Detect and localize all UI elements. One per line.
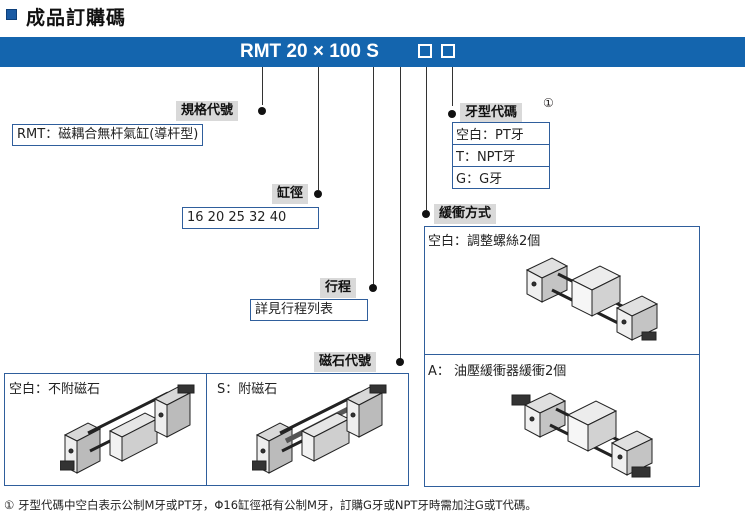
- bore-leader-line: [318, 67, 319, 190]
- thread-option-npt: T：NPT牙: [456, 150, 516, 165]
- cushion-option-shock: A： 油壓緩衝器緩衝2個: [428, 364, 567, 379]
- cushion-dot: [422, 210, 430, 218]
- heading-bullet-icon: [6, 9, 17, 20]
- cushion-code-placeholder: [418, 44, 432, 58]
- thread-divider-2: [452, 166, 550, 167]
- thread-options-box: [452, 122, 550, 189]
- magnet-label: 磁石代號: [314, 352, 377, 372]
- bore-dot: [314, 190, 322, 198]
- bore-value-box: 16 20 25 32 40: [182, 207, 319, 229]
- magnet-option-none: 空白：不附磁石: [9, 382, 101, 397]
- bore-label: 缸徑: [272, 184, 309, 204]
- cylinder-adjust-screw-illustration: [525, 257, 659, 341]
- cylinder-with-magnet-illustration: [252, 384, 387, 474]
- spec-value-box: RMT：磁耦合無杆氣缸(導杆型): [12, 124, 204, 146]
- stroke-dot: [369, 284, 377, 292]
- thread-note-mark: ①: [543, 96, 554, 110]
- magnet-option-with: S：附磁石: [217, 382, 278, 397]
- magnet-dot: [396, 358, 404, 366]
- thread-option-g: G：G牙: [456, 172, 503, 187]
- cylinder-shock-absorber-illustration: [511, 392, 654, 478]
- spec-leader-line: [262, 67, 263, 105]
- cushion-leader-line: [426, 67, 427, 210]
- thread-label: 牙型代碼: [460, 103, 523, 123]
- magnet-divider: [206, 373, 207, 486]
- model-code-banner: [0, 37, 745, 67]
- section-title: 成品訂購碼: [26, 7, 127, 29]
- thread-leader-line: [452, 67, 453, 106]
- cylinder-no-magnet-illustration: [60, 384, 195, 474]
- stroke-value-box: 詳見行程列表: [250, 299, 368, 321]
- footnote: ① 牙型代碼中空白表示公制M牙或PT牙，Φ16缸徑祇有公制M牙，訂購G牙或NPT…: [4, 498, 537, 512]
- stroke-label: 行程: [320, 278, 357, 298]
- spec-dot: [258, 107, 266, 115]
- magnet-leader-line: [400, 67, 401, 359]
- thread-code-placeholder: [441, 44, 455, 58]
- thread-divider-1: [452, 144, 550, 145]
- cushion-divider: [424, 354, 700, 355]
- stroke-leader-line: [373, 67, 374, 286]
- spec-label: 規格代號: [176, 101, 239, 121]
- thread-dot: [448, 110, 456, 118]
- cushion-option-screw: 空白：調整螺絲2個: [428, 234, 541, 249]
- thread-option-pt: 空白：PT牙: [456, 128, 524, 143]
- model-code: RMT 20 × 100 S: [240, 41, 379, 62]
- cushion-label: 緩衝方式: [434, 204, 497, 224]
